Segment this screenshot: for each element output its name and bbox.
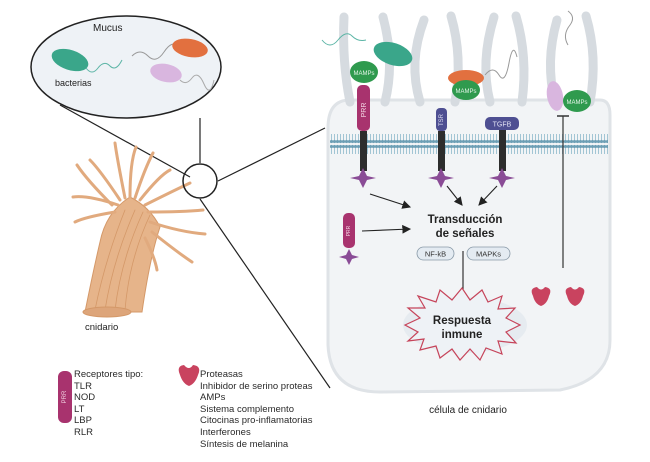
svg-text:Transducción: Transducción xyxy=(428,214,503,226)
legend-receptor-heading: Receptores tipo: xyxy=(74,369,144,380)
svg-text:PRR: PRR xyxy=(361,103,368,118)
cnidarian-cell xyxy=(326,11,612,394)
cell-membrane xyxy=(330,130,608,154)
svg-text:MAMPs: MAMPs xyxy=(456,89,477,95)
legend-receptor-item: LT xyxy=(74,403,85,415)
bacterium-orange xyxy=(172,38,208,58)
legend-receptor-item: NOD xyxy=(74,392,96,404)
legend-receptor-item: TLR xyxy=(74,380,92,392)
bacterium-green xyxy=(373,41,413,67)
orange-bacterium-mamps: MAMPs xyxy=(448,49,518,100)
legend-effector-item: Citocinas pro-inflamatorias xyxy=(200,415,313,427)
mucus-zoom-bubble: Mucus bacterias xyxy=(30,15,222,119)
legend-receptor-item: LBP xyxy=(74,415,92,427)
signal-arrows xyxy=(361,185,498,314)
mamps-ligand xyxy=(350,61,378,83)
effector-proteins xyxy=(531,287,585,306)
legend-protease-icon xyxy=(178,365,200,386)
immune-response: Respuesta inmune xyxy=(403,286,527,362)
legend-effector-item: Síntesis de melanina xyxy=(200,438,289,450)
svg-text:de señales: de señales xyxy=(436,228,495,240)
cytoplasmic-prr: PRR xyxy=(339,213,359,265)
receptor-tgfb: TGFB xyxy=(485,117,519,188)
signal-transduction: Transducción de señales NF-kB MAPKs xyxy=(416,214,511,261)
magnification-circle xyxy=(182,163,218,199)
legend-effector-item: Proteasas xyxy=(200,369,243,380)
legend-receptors: Receptores tipo: TLR NOD LT LBP RLR xyxy=(74,369,143,439)
mucus-label: Mucus xyxy=(93,23,122,34)
cnidarian-label: cnidario xyxy=(85,322,118,333)
kinase-domain-icon xyxy=(428,168,454,188)
legend-effector-item: Inhibidor de serino proteas xyxy=(200,380,313,392)
receptor-tsr: TSR xyxy=(428,108,454,188)
legend-prr-icon: PRR xyxy=(58,371,72,423)
legend-effector-item: Interferones xyxy=(200,426,251,438)
receptor-prr: PRR MAMPs xyxy=(321,33,413,188)
svg-text:TGFB: TGFB xyxy=(493,122,512,129)
kinase-domain-icon xyxy=(489,168,515,188)
purple-bacterium-mamps: MAMPs xyxy=(546,10,591,268)
svg-text:MAPKs: MAPKs xyxy=(476,250,501,259)
cnidarian-illustration xyxy=(71,141,207,318)
svg-text:Respuesta: Respuesta xyxy=(433,315,492,327)
bacterium-purple xyxy=(150,63,182,83)
protease-icon xyxy=(531,287,551,306)
svg-text:PRR: PRR xyxy=(62,390,68,403)
nfkb-pill xyxy=(416,246,455,261)
svg-text:PRR: PRR xyxy=(346,225,352,236)
zoom-connectors xyxy=(59,104,331,389)
legend-effector-item: Sistema complemento xyxy=(200,403,294,415)
legend-effectors: Proteasas Inhibidor de serino proteas AM… xyxy=(200,369,313,450)
protease-icon xyxy=(565,287,585,306)
svg-text:inmune: inmune xyxy=(442,329,483,341)
kinase-domain-icon xyxy=(350,168,376,188)
mapks-pill xyxy=(466,246,511,261)
svg-text:MAMPs: MAMPs xyxy=(567,100,588,106)
svg-text:NF-kB: NF-kB xyxy=(425,250,446,259)
svg-text:TSR: TSR xyxy=(439,113,445,126)
cell-label: célula de cnidario xyxy=(429,405,507,416)
legend-receptor-item: RLR xyxy=(74,426,94,438)
legend-effector-item: AMPs xyxy=(200,392,226,404)
bacteria-label: bacterias xyxy=(55,78,92,88)
kinase-domain-icon xyxy=(339,249,359,265)
bacterium-green xyxy=(51,48,89,72)
svg-text:MAMPs: MAMPs xyxy=(354,71,375,77)
